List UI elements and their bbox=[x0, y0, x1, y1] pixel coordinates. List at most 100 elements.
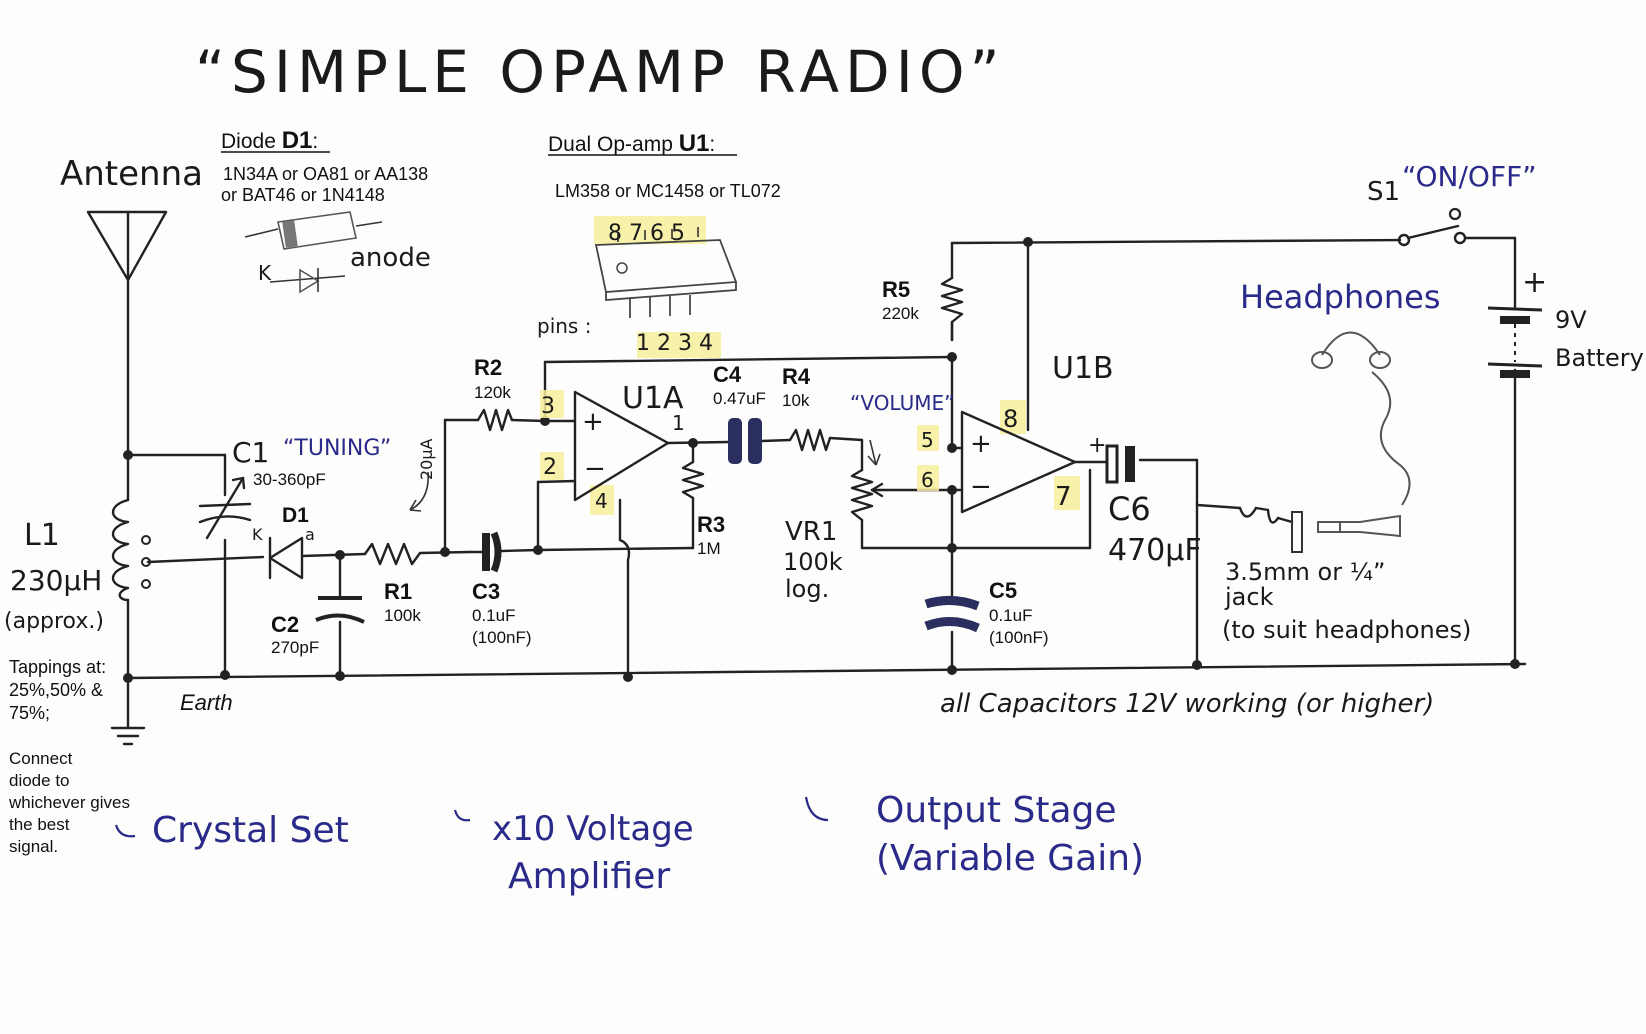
c6-ref: C6 bbox=[1108, 490, 1151, 528]
c3-value: 0.1uF bbox=[472, 606, 515, 625]
r1-value: 100k bbox=[384, 606, 421, 625]
connect-note-line3: whichever gives bbox=[8, 793, 130, 812]
resistor-r5 bbox=[940, 276, 964, 342]
diode-k-label: K bbox=[258, 261, 272, 285]
capacitor-voltage-note: all Capacitors 12V working (or higher) bbox=[940, 689, 1434, 719]
capacitor-c6 bbox=[1105, 444, 1135, 484]
switch-label: “ON/OFF” bbox=[1402, 160, 1537, 193]
c1-value: 30-360pF bbox=[253, 470, 326, 489]
vr1-value: 100k bbox=[783, 548, 843, 576]
battery-voltage: 9V bbox=[1555, 306, 1587, 334]
c6-value: 470µF bbox=[1108, 533, 1202, 568]
earth-label: Earth bbox=[180, 690, 233, 715]
d1-a-label: a bbox=[305, 525, 315, 544]
svg-text:−: − bbox=[970, 472, 992, 502]
c2-ref: C2 bbox=[271, 612, 299, 637]
c5-value: 0.1uF bbox=[989, 606, 1032, 625]
connect-note-line2: diode to bbox=[9, 771, 70, 790]
c4-ref: C4 bbox=[713, 362, 742, 387]
diagram-title: “SIMPLE OPAMP RADIO” bbox=[195, 38, 1006, 106]
stage-output-line1: Output Stage bbox=[876, 790, 1117, 831]
u1a-pin3: 3 bbox=[541, 394, 555, 419]
tappings-line1: Tappings at: bbox=[9, 657, 106, 677]
l1-ref: L1 bbox=[24, 518, 60, 553]
r2-ref: R2 bbox=[474, 355, 502, 380]
opamp-u1a: + − bbox=[540, 390, 670, 515]
opamp-bottom-pins: 1 2 3 4 bbox=[636, 331, 713, 356]
jack-label: jack bbox=[1224, 583, 1274, 611]
c4-value: 0.47uF bbox=[713, 389, 766, 408]
u1b-pin8: 8 bbox=[1003, 405, 1018, 433]
current-label: 20µA bbox=[417, 438, 436, 480]
d1-ref: D1 bbox=[282, 504, 309, 527]
vr1-volume-label: “VOLUME” bbox=[850, 391, 954, 415]
capacitor-c3 bbox=[468, 531, 502, 573]
diode-options-line1: 1N34A or OA81 or AA138 bbox=[223, 164, 428, 184]
l1-value: 230µH bbox=[10, 564, 102, 597]
r5-value: 220k bbox=[882, 304, 919, 323]
ground-symbol bbox=[110, 708, 146, 746]
c6-plus: + bbox=[1088, 433, 1106, 458]
capacitor-c2 bbox=[315, 596, 365, 624]
stage-crystal-set: Crystal Set bbox=[152, 810, 349, 851]
u1b-pin5: 5 bbox=[921, 428, 934, 452]
diode-package-sketch bbox=[244, 211, 383, 294]
u1b-pin7: 7 bbox=[1055, 482, 1072, 512]
stage-amplifier-line1: x10 Voltage bbox=[492, 809, 694, 849]
r2-value: 120k bbox=[474, 383, 511, 402]
resistor-r3 bbox=[681, 460, 705, 500]
opamp-package-sketch bbox=[594, 216, 738, 358]
r5-ref: R5 bbox=[882, 277, 910, 302]
current-arrow bbox=[409, 471, 429, 511]
inductor-l1 bbox=[111, 453, 151, 602]
jack-note: (to suit headphones) bbox=[1222, 616, 1471, 644]
connect-note-line5: signal. bbox=[9, 837, 58, 856]
resistor-r2 bbox=[476, 408, 514, 432]
connect-note-line4: the best bbox=[9, 815, 70, 834]
jack-size-label: 3.5mm or ¼” bbox=[1225, 558, 1385, 586]
headphones-label: Headphones bbox=[1240, 278, 1440, 316]
c5-ref: C5 bbox=[989, 578, 1017, 603]
l1-note: (approx.) bbox=[4, 609, 104, 634]
r1-ref: R1 bbox=[384, 579, 412, 604]
capacitor-c1-variable bbox=[198, 476, 252, 540]
opamp-heading: Dual Op-amp U1: bbox=[548, 130, 715, 157]
diode-options-line2: or BAT46 or 1N4148 bbox=[221, 185, 385, 205]
c1-ref: C1 bbox=[232, 436, 269, 469]
opamp-u1b: + − bbox=[917, 400, 1080, 514]
vr1-taper: log. bbox=[785, 575, 829, 603]
svg-text:+: + bbox=[970, 429, 992, 459]
battery-label: Battery bbox=[1555, 344, 1644, 372]
headphones-sketch bbox=[1311, 331, 1411, 506]
antenna-symbol bbox=[86, 210, 168, 282]
c2-value: 270pF bbox=[271, 638, 319, 657]
capacitor-c5 bbox=[924, 596, 980, 633]
antenna-label: Antenna bbox=[60, 154, 203, 194]
r4-ref: R4 bbox=[782, 364, 811, 389]
opamp-options: LM358 or MC1458 or TL072 bbox=[555, 181, 781, 201]
tappings-line3: 75%; bbox=[9, 703, 50, 723]
opamp-top-pins: 8 7 6 5 bbox=[608, 221, 685, 246]
circuit-wires bbox=[126, 236, 1527, 712]
audio-jack bbox=[1291, 511, 1401, 553]
r4-value: 10k bbox=[782, 391, 810, 410]
vr1-ref: VR1 bbox=[785, 517, 837, 547]
c5-alt-value: (100nF) bbox=[989, 628, 1049, 647]
battery-9v bbox=[1487, 306, 1543, 378]
u1a-ref: U1A bbox=[622, 381, 684, 416]
stage-amplifier-line2: Amplifier bbox=[508, 856, 670, 897]
svg-text:−: − bbox=[584, 454, 606, 484]
svg-text:+: + bbox=[582, 407, 604, 437]
u1b-ref: U1B bbox=[1052, 351, 1114, 386]
connect-note-line1: Connect bbox=[9, 749, 73, 768]
u1a-pin4: 4 bbox=[595, 489, 608, 513]
diode-anode-label: anode bbox=[350, 243, 431, 273]
resistor-r4 bbox=[788, 428, 832, 452]
c1-tuning-label: “TUNING” bbox=[283, 436, 391, 461]
stage-output-line2: (Variable Gain) bbox=[876, 838, 1144, 879]
switch-s1 bbox=[1397, 207, 1467, 247]
u1b-pin6: 6 bbox=[921, 468, 934, 492]
u1a-pin1: 1 bbox=[672, 411, 685, 435]
